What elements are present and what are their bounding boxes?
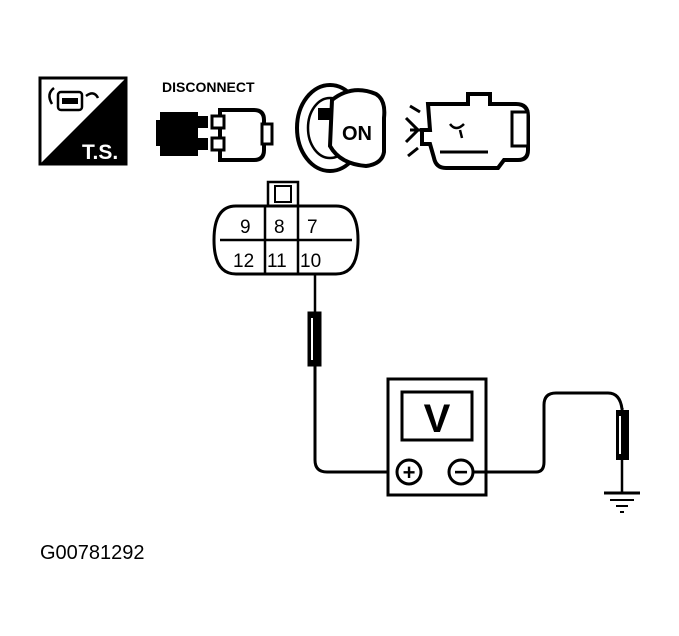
pin-8: 8 [274, 217, 285, 238]
voltmeter: V + − [386, 377, 488, 497]
pin-9: 9 [240, 217, 251, 238]
voltmeter-display: V [424, 397, 451, 441]
positive-lead-wire [313, 366, 400, 474]
ground-icon [604, 491, 640, 513]
figure-id: G00781292 [40, 542, 145, 564]
troubleshoot-icon: T.S. [38, 76, 128, 166]
negative-terminal-symbol: − [454, 459, 468, 486]
disconnect-label: DISCONNECT [162, 79, 255, 95]
ignition-key-on-icon: ON [295, 83, 387, 173]
positive-test-probe [307, 274, 322, 367]
pin-7: 7 [307, 217, 318, 238]
positive-terminal-symbol: + [403, 460, 416, 485]
ignition-on-label: ON [342, 123, 372, 145]
negative-test-probe [616, 410, 629, 492]
engine-icon [404, 92, 530, 170]
pin-10: 10 [300, 251, 321, 272]
pin-12: 12 [233, 251, 254, 272]
connector: 9 8 7 12 11 10 [212, 180, 360, 276]
positive-terminal [395, 458, 423, 486]
pin-11: 11 [267, 251, 287, 272]
disconnect-connector-icon: DISCONNECT [156, 79, 274, 162]
negative-lead-wire [473, 391, 625, 474]
troubleshoot-label: T.S. [82, 141, 118, 164]
